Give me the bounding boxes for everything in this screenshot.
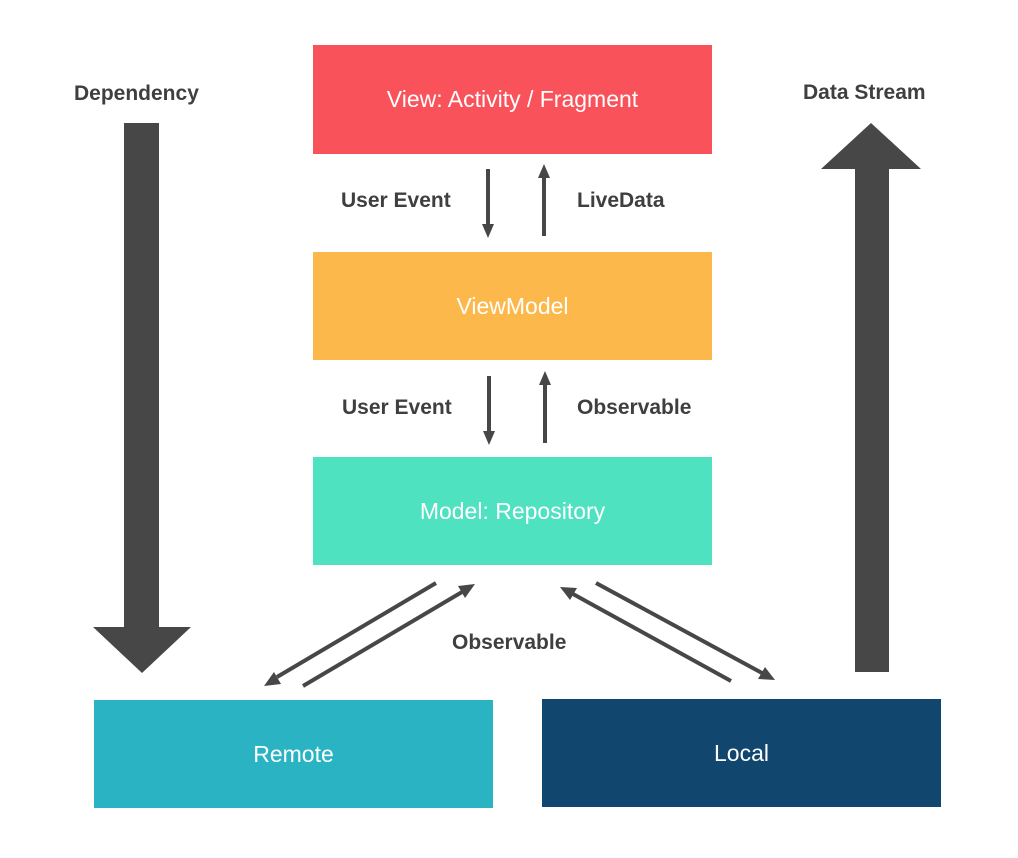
livedata-up-arrow xyxy=(538,164,550,236)
vm-model-user-event-label: User Event xyxy=(342,396,452,419)
user-event-down-arrow-1 xyxy=(482,169,494,238)
model-box-label: Model: Repository xyxy=(419,497,606,524)
view-box: View: Activity / Fragment xyxy=(313,45,712,154)
view-vm-user-event-label: User Event xyxy=(341,189,451,212)
viewmodel-box: ViewModel xyxy=(313,252,712,360)
observable-up-arrow xyxy=(539,371,551,443)
model-to-remote-arrow xyxy=(264,581,438,686)
remote-to-model-arrow xyxy=(301,584,475,688)
user-event-down-arrow-2 xyxy=(483,376,495,445)
view-box-label: View: Activity / Fragment xyxy=(386,86,639,112)
dependency-arrow xyxy=(93,123,191,673)
sources-observable-label: Observable xyxy=(452,631,567,654)
data-stream-arrow xyxy=(821,123,921,672)
livedata-label: LiveData xyxy=(577,189,665,212)
remote-box: Remote xyxy=(94,700,493,808)
viewmodel-box-label: ViewModel xyxy=(456,292,569,319)
model-box: Model: Repository xyxy=(313,457,712,565)
vm-model-observable-label: Observable xyxy=(577,396,692,419)
local-box-label: Local xyxy=(714,739,769,766)
remote-box-label: Remote xyxy=(253,740,334,767)
model-to-local-arrow xyxy=(595,581,775,680)
local-box: Local xyxy=(542,699,941,807)
data-stream-label: Data Stream xyxy=(803,81,926,104)
local-to-model-arrow xyxy=(560,587,732,683)
dependency-label: Dependency xyxy=(74,82,199,105)
